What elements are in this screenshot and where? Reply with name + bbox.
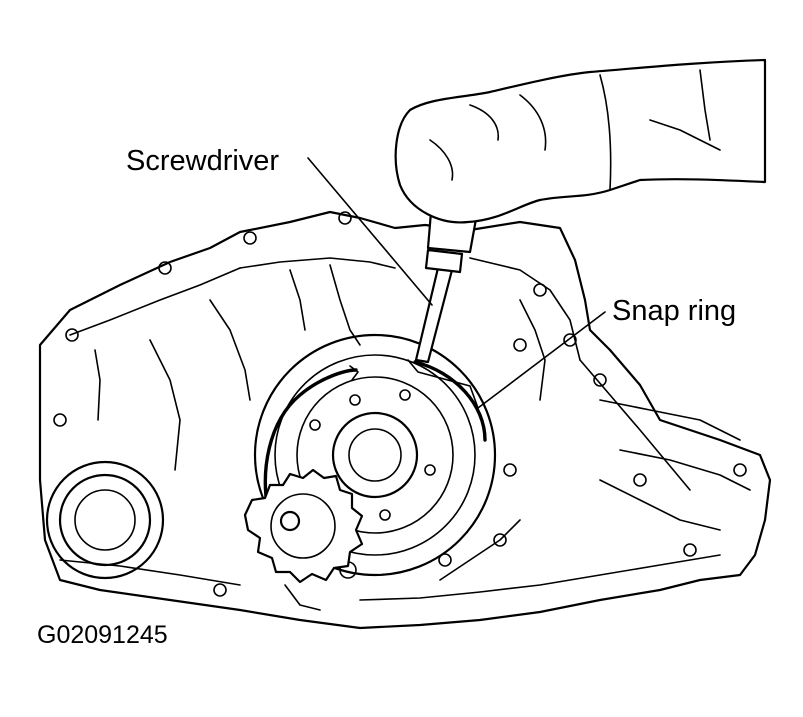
drive-gear bbox=[243, 468, 364, 611]
transaxle-case bbox=[38, 210, 772, 630]
snap-ring bbox=[263, 359, 487, 522]
screwdriver-label: Screwdriver bbox=[126, 145, 279, 177]
snap-ring-leader bbox=[477, 311, 606, 409]
snap-ring-label: Snap ring bbox=[612, 295, 736, 327]
clutch-drum bbox=[253, 333, 497, 577]
hand-sleeve bbox=[394, 58, 767, 224]
figure-id: G02091245 bbox=[37, 621, 168, 649]
screwdriver-leader bbox=[307, 157, 433, 306]
